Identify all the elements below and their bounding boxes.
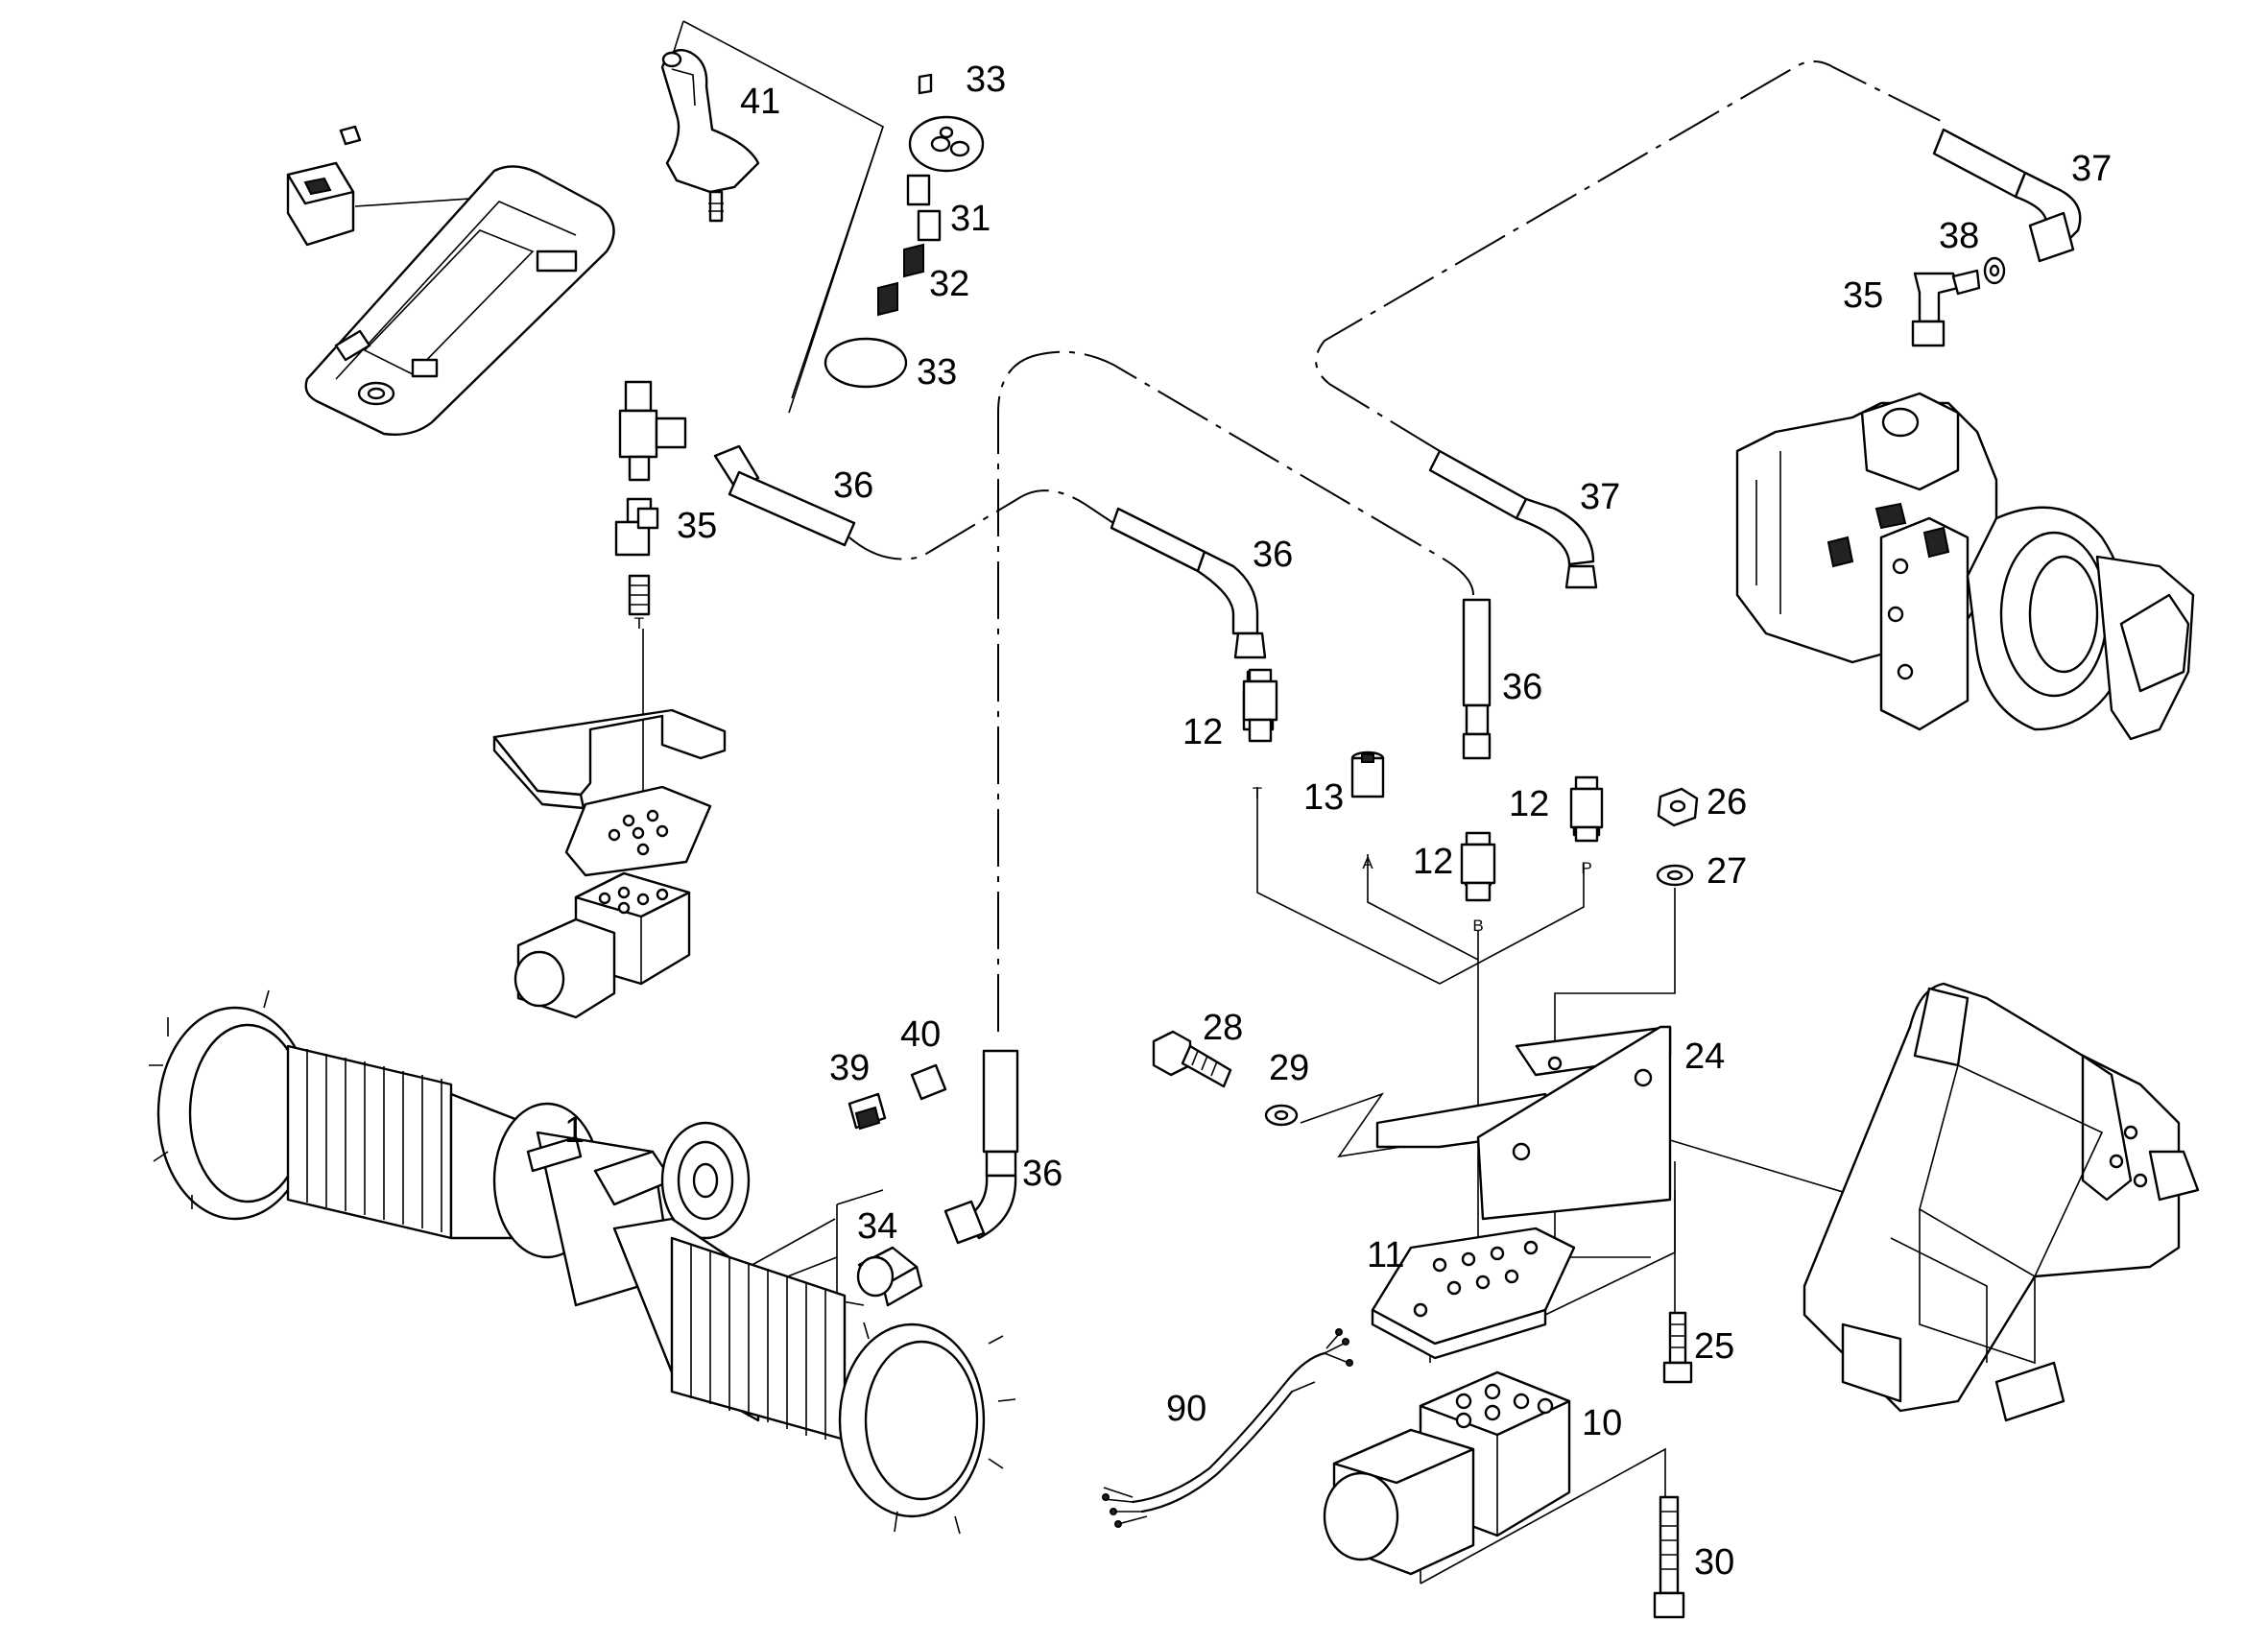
port-label-t: T: [1253, 784, 1262, 802]
fitting-39: [848, 1092, 887, 1131]
joystick-41: [660, 48, 760, 223]
callout-26: 26: [1707, 782, 1747, 822]
callout-25: 25: [1694, 1326, 1734, 1367]
armrest-console: [304, 165, 615, 436]
fitting-12-b: [1460, 831, 1496, 902]
cap-40: [910, 1063, 947, 1101]
axle-assembly-1: [149, 989, 1016, 1535]
callout-31: 31: [950, 199, 991, 239]
nut-26: [1657, 787, 1699, 827]
washer-29: [1264, 1104, 1299, 1127]
callout-11: 11: [1367, 1235, 1404, 1275]
screw-30: [1653, 1495, 1685, 1619]
hose-36-upper-left: [713, 444, 856, 547]
callout-12-p: 12: [1509, 784, 1549, 824]
callout-28: 28: [1203, 1008, 1243, 1048]
callout-13: 13: [1303, 777, 1344, 818]
hose-routing-lines: [848, 60, 1949, 1032]
check-valve-34: [856, 1246, 923, 1307]
callout-12-b: 12: [1413, 842, 1453, 882]
solenoid-valve-10: [1323, 1370, 1571, 1576]
washer-38: [1983, 256, 2006, 285]
callout-33-top: 33: [966, 60, 1006, 100]
callout-34: 34: [857, 1206, 897, 1247]
hose-37-upper-right: [1932, 128, 2082, 263]
port-label-a: A: [1362, 854, 1373, 872]
callout-35-right: 35: [1843, 275, 1883, 316]
callout-36-middle: 36: [1253, 535, 1293, 575]
callout-41: 41: [740, 82, 780, 122]
callout-numbers: 1 10 11 12 12 12 13 24 25 26 27 28 29 30…: [564, 60, 2112, 1583]
callout-90: 90: [1166, 1389, 1206, 1429]
port-label-b: B: [1472, 917, 1483, 935]
hydraulic-pump: [1735, 392, 2195, 741]
subplate-left: [492, 708, 727, 877]
callout-36-b-side: 36: [1502, 667, 1542, 707]
wire-harness-90: [1102, 1328, 1353, 1528]
port-label-t-left: T: [634, 614, 644, 632]
port-labels: T T A B P: [634, 614, 1592, 935]
callout-29: 29: [1269, 1048, 1309, 1088]
callout-35-left: 35: [677, 506, 717, 546]
fitting-12-p: [1569, 775, 1604, 843]
hose-37-p-side: [1428, 449, 1601, 837]
callout-37-p-side: 37: [1580, 477, 1620, 517]
callout-32: 32: [929, 264, 969, 304]
bracket-24: [1375, 1025, 1672, 1221]
tee-fitting-35-left: [614, 380, 687, 616]
rocker-switch: [286, 125, 362, 247]
callout-10: 10: [1582, 1403, 1622, 1443]
callout-39: 39: [829, 1048, 870, 1088]
callout-33-bottom: 33: [917, 352, 957, 393]
port-label-p: P: [1581, 859, 1591, 877]
bolt-28: [1152, 1030, 1232, 1088]
fitting-12-t: [1242, 668, 1278, 743]
spring-pack: [824, 73, 985, 389]
hose-36-lower: [943, 1049, 1019, 1245]
callout-27: 27: [1707, 851, 1747, 892]
callout-36-upper-left: 36: [833, 465, 873, 506]
washer-27: [1656, 864, 1694, 887]
subplate-11: [1371, 1227, 1576, 1360]
screw-25: [1662, 1311, 1693, 1384]
callout-40: 40: [900, 1014, 941, 1055]
solenoid-valve-left: [513, 871, 691, 1019]
callout-24: 24: [1684, 1036, 1725, 1077]
callout-38: 38: [1939, 216, 1979, 256]
callout-12-t: 12: [1182, 712, 1223, 752]
machine-frame: [1802, 982, 2200, 1422]
callout-1: 1: [564, 1110, 585, 1151]
callout-36-lower: 36: [1022, 1154, 1062, 1194]
plug-13: [1350, 751, 1385, 798]
callout-37-upper-right: 37: [2071, 149, 2112, 189]
callout-30: 30: [1694, 1542, 1734, 1583]
elbow-fitting-35-right: [1911, 269, 1981, 347]
